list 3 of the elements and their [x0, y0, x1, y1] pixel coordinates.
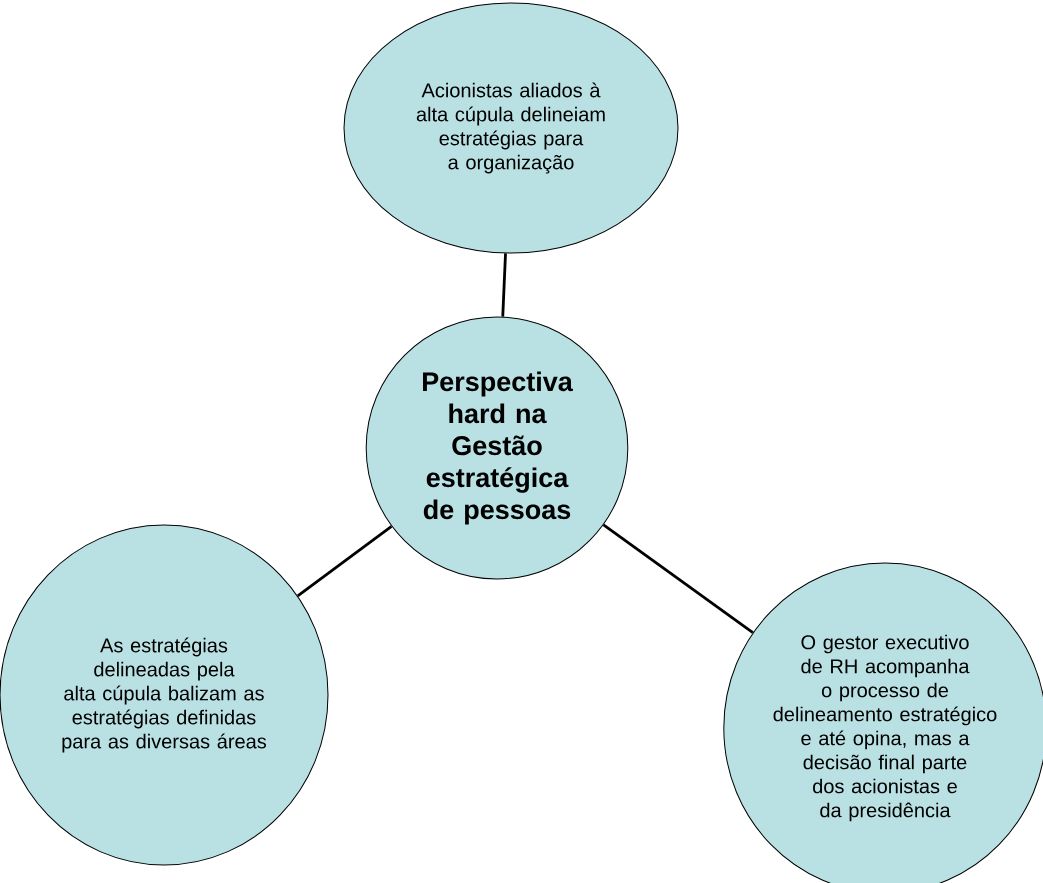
connector-line	[296, 525, 393, 597]
connector-line	[602, 523, 754, 634]
connector-line	[501, 253, 507, 317]
